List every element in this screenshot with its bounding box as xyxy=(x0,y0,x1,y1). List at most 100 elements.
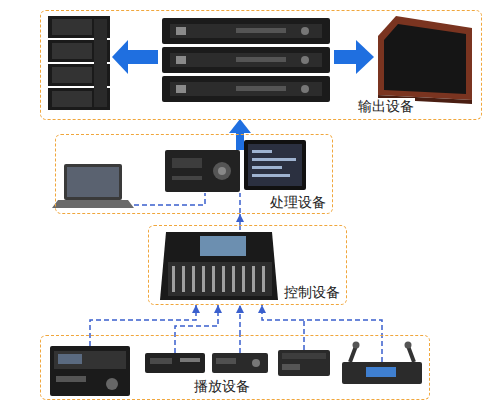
processor-screen xyxy=(248,144,302,186)
mixing-console xyxy=(212,266,215,292)
mixing-console xyxy=(232,266,235,292)
power-amplifier xyxy=(176,27,186,35)
signal-arrow-right xyxy=(334,50,358,64)
power-amplifier xyxy=(236,28,286,33)
mixing-console xyxy=(160,232,278,300)
processor-screen xyxy=(252,158,296,161)
group-box: 处理设备 xyxy=(55,134,333,214)
audio-processor xyxy=(165,150,240,192)
power-amplifier xyxy=(162,47,330,73)
video-deck xyxy=(106,378,118,390)
group-label: 输出设备 xyxy=(357,98,415,115)
data-cable xyxy=(239,193,241,213)
line-array-speaker xyxy=(52,91,92,107)
mixing-console xyxy=(262,266,265,292)
group-label: 处理设备 xyxy=(269,194,327,211)
mixing-console xyxy=(202,266,205,292)
power-amplifier xyxy=(170,82,322,96)
wireless-mic-receiver xyxy=(366,367,396,377)
power-amplifier xyxy=(170,24,322,38)
power-amplifier xyxy=(162,18,330,44)
player-unit xyxy=(212,353,268,373)
player-unit xyxy=(278,350,330,376)
audio-processor xyxy=(165,150,240,192)
player-unit xyxy=(180,358,200,362)
video-deck xyxy=(58,354,82,364)
power-amplifier xyxy=(162,18,330,102)
group-box: 控制设备 xyxy=(148,225,347,305)
video-deck xyxy=(54,351,126,369)
power-amplifier xyxy=(176,56,186,64)
power-amplifier xyxy=(236,86,286,91)
signal-arrow-left xyxy=(112,40,128,74)
laptop xyxy=(67,167,119,197)
power-amplifier xyxy=(236,57,286,62)
processor-screen xyxy=(252,166,282,169)
group-box: 输出设备 xyxy=(40,10,482,120)
mixing-console xyxy=(172,266,175,292)
processor-screen xyxy=(244,140,306,190)
audio-processor xyxy=(172,158,202,168)
player-unit xyxy=(145,353,205,373)
player-unit xyxy=(212,353,268,373)
signal-connector xyxy=(239,214,241,225)
signal-arrow-right xyxy=(334,40,374,74)
wireless-mic-receiver xyxy=(350,346,356,362)
processor-screen xyxy=(244,140,306,190)
wireless-mic-receiver xyxy=(405,342,412,349)
video-deck xyxy=(56,376,86,382)
signal-arrow-stem xyxy=(236,134,244,150)
mixing-console xyxy=(200,236,246,256)
video-deck xyxy=(50,346,130,396)
mixing-console xyxy=(168,262,272,296)
group-label: 控制设备 xyxy=(283,284,341,301)
player-unit xyxy=(145,353,205,373)
mixing-console xyxy=(192,266,195,292)
stage-monitor xyxy=(378,16,472,104)
laptop xyxy=(52,164,134,208)
line-array-speaker xyxy=(48,16,110,110)
audio-processor xyxy=(213,162,231,180)
group-box: 播放设备 xyxy=(40,335,430,400)
player-unit xyxy=(278,350,330,376)
audio-processor xyxy=(218,167,226,175)
group-label: 播放设备 xyxy=(193,378,251,395)
wireless-mic-receiver xyxy=(342,362,422,384)
line-array-speaker xyxy=(52,67,92,83)
video-deck xyxy=(50,346,130,396)
audio-processor xyxy=(172,176,202,180)
power-amplifier xyxy=(162,76,330,102)
line-array-speaker xyxy=(52,19,92,35)
line-array-speaker xyxy=(94,19,107,107)
mixing-console xyxy=(222,266,225,292)
player-unit xyxy=(282,353,326,359)
wireless-mic-receiver xyxy=(353,342,360,349)
player-unit xyxy=(282,364,300,370)
player-unit xyxy=(216,358,236,364)
mixing-console xyxy=(252,266,255,292)
processor-screen xyxy=(252,150,272,153)
player-unit xyxy=(150,358,172,364)
player-unit xyxy=(252,359,260,367)
laptop xyxy=(64,164,122,200)
mixing-console xyxy=(242,266,245,292)
signal-connector xyxy=(239,305,241,335)
data-cable xyxy=(134,193,205,205)
laptop xyxy=(52,200,134,208)
power-amplifier xyxy=(301,85,309,93)
power-amplifier xyxy=(170,53,322,67)
signal-arrow-right xyxy=(356,40,374,74)
audio-cable xyxy=(175,305,218,353)
data-cable xyxy=(239,225,241,232)
line-array-speaker xyxy=(52,43,92,59)
mixing-console xyxy=(160,232,278,300)
power-amplifier xyxy=(176,85,186,93)
wireless-mic-receiver xyxy=(408,346,414,362)
mixing-console xyxy=(182,266,185,292)
signal-arrow-left xyxy=(128,50,158,64)
wireless-mic-receiver xyxy=(342,342,422,385)
